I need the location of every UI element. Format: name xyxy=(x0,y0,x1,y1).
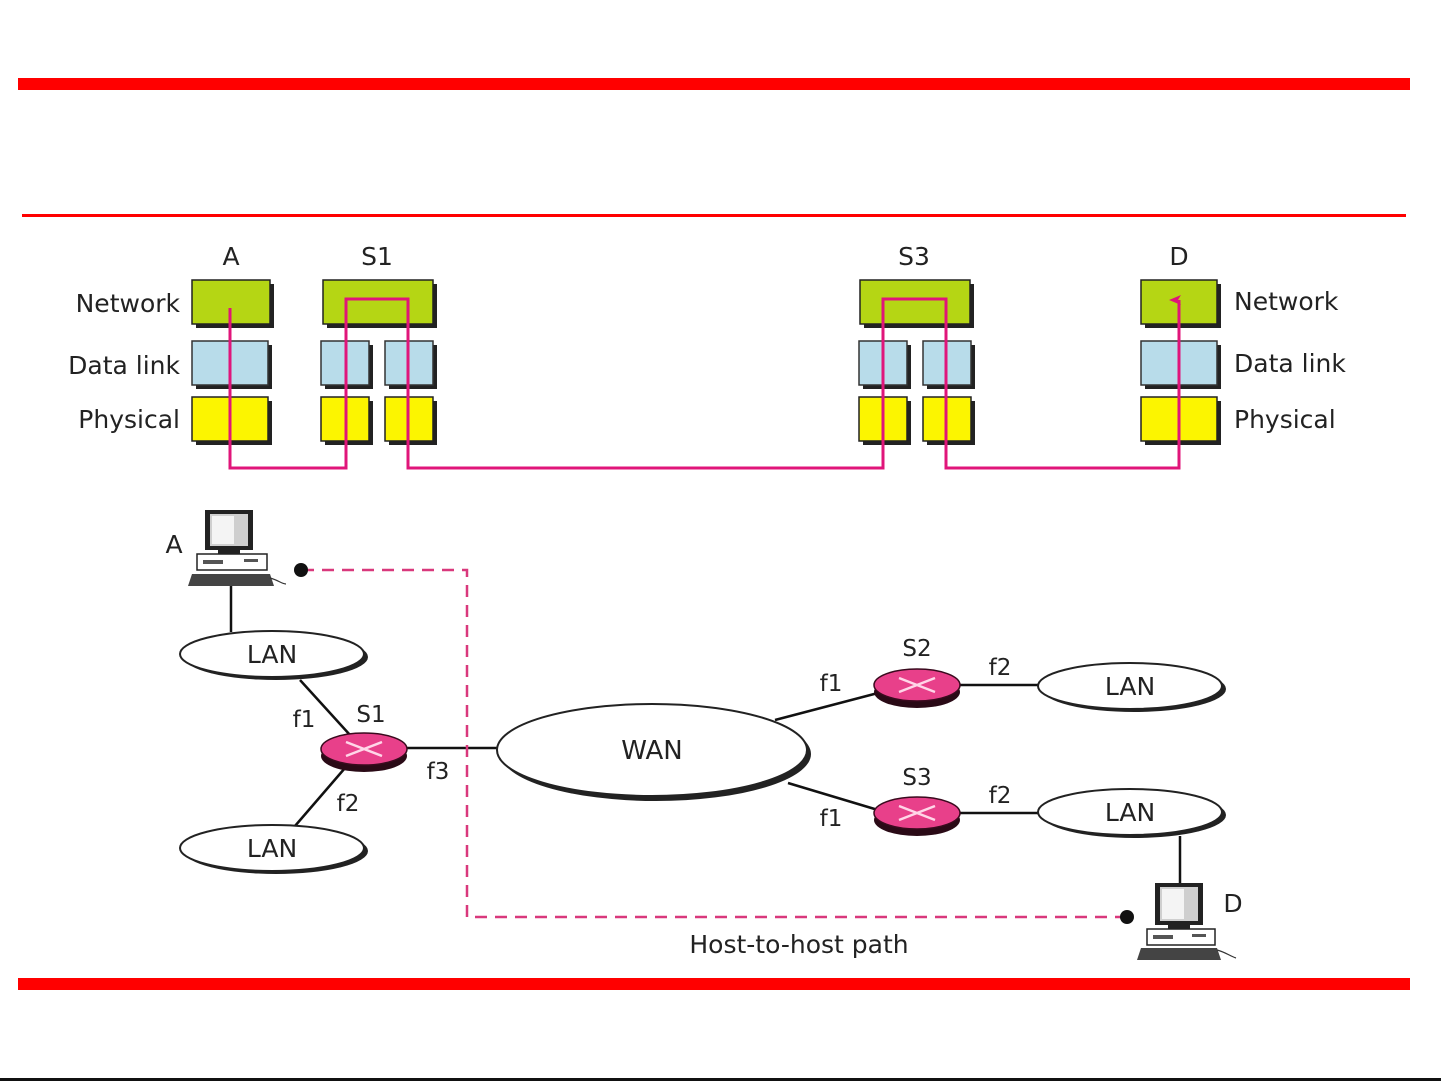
lan-label: LAN xyxy=(247,640,297,669)
router-label: S2 xyxy=(902,636,931,662)
computer-icon xyxy=(188,510,286,586)
lan-label: LAN xyxy=(247,834,297,863)
port-label-f1: f1 xyxy=(820,671,843,697)
network-layer-box xyxy=(860,280,970,324)
layer-label-network-left: Network xyxy=(76,289,181,318)
router-label: S3 xyxy=(902,765,931,791)
layer-label-network-right: Network xyxy=(1234,287,1339,316)
lan-bottom-left: LAN xyxy=(180,825,368,874)
stack-s1 xyxy=(321,280,437,445)
path-endpoint-a xyxy=(294,563,308,577)
router-label: S1 xyxy=(356,702,385,728)
host-label: D xyxy=(1223,889,1242,918)
port-label-f3: f3 xyxy=(427,759,450,785)
layer-label-datalink-right: Data link xyxy=(1234,349,1346,378)
router-s2: S2 f1 f2 xyxy=(820,636,1012,708)
layer-label-physical-right: Physical xyxy=(1234,405,1336,434)
host-a: A xyxy=(165,510,286,586)
wan-label: WAN xyxy=(621,736,683,766)
stack-label-s1: S1 xyxy=(361,242,393,271)
lan-s2: LAN xyxy=(1038,663,1226,712)
computer-icon xyxy=(1137,883,1236,960)
layer-label-datalink-left: Data link xyxy=(68,351,180,380)
port-label-f2: f2 xyxy=(989,655,1012,681)
lan-top-left: LAN xyxy=(180,631,368,680)
port-label-f2: f2 xyxy=(989,783,1012,809)
port-label-f1: f1 xyxy=(293,707,316,733)
wan: WAN xyxy=(497,704,811,801)
network-topology: LAN LAN LAN LAN WAN S1 f1 xyxy=(165,510,1242,960)
stack-label-s3: S3 xyxy=(898,242,930,271)
network-layer-box xyxy=(323,280,433,324)
stack-label-d: D xyxy=(1169,242,1188,271)
path-endpoint-d xyxy=(1120,910,1134,924)
lan-label: LAN xyxy=(1105,798,1155,827)
path-label: Host-to-host path xyxy=(689,930,908,959)
stack-d xyxy=(1141,280,1221,445)
layer-label-physical-left: Physical xyxy=(78,405,180,434)
port-label-f1: f1 xyxy=(820,806,843,832)
stack-a xyxy=(192,280,274,445)
lan-label: LAN xyxy=(1105,672,1155,701)
port-label-f2: f2 xyxy=(337,791,360,817)
stack-label-a: A xyxy=(222,242,239,271)
host-label: A xyxy=(165,530,182,559)
lan-s3: LAN xyxy=(1038,789,1226,838)
layer-stacks: Network Data link Physical Network Data … xyxy=(68,242,1346,468)
stack-s3 xyxy=(859,280,975,445)
host-d: D xyxy=(1137,883,1243,960)
link-wan-s2 xyxy=(775,693,878,720)
